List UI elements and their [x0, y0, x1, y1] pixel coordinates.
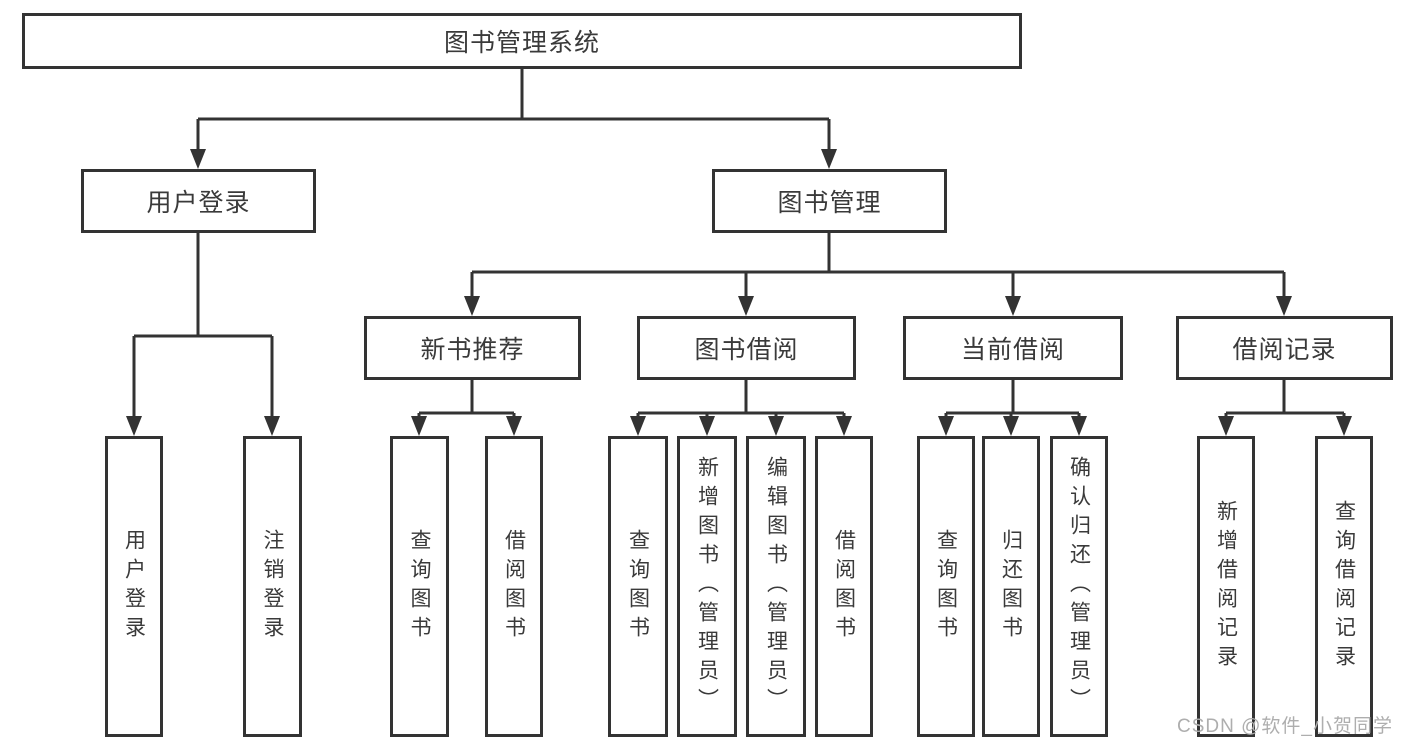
leaf-logout: 注销登录	[243, 436, 302, 737]
leaf-return-books: 归还图书	[982, 436, 1040, 737]
leaf-add-borrow-record: 新增借阅记录	[1197, 436, 1255, 737]
leaf-label: 新增图书（管理员）	[695, 456, 719, 717]
node-new-book-recommend: 新书推荐	[364, 316, 581, 380]
node-book-management: 图书管理	[712, 169, 947, 233]
leaf-confirm-return-admin: 确认归还（管理员）	[1050, 436, 1108, 737]
leaf-user-login: 用户登录	[105, 436, 163, 737]
leaf-label: 查询图书	[626, 528, 650, 645]
node-library-management-system: 图书管理系统	[22, 13, 1022, 69]
leaf-label: 查询借阅记录	[1332, 499, 1356, 674]
leaf-query-books-current: 查询图书	[917, 436, 975, 737]
leaf-edit-books-admin: 编辑图书（管理员）	[746, 436, 806, 737]
leaf-label: 确认归还（管理员）	[1067, 456, 1091, 717]
leaf-label: 借阅图书	[502, 528, 526, 645]
leaf-add-books-admin: 新增图书（管理员）	[677, 436, 737, 737]
leaf-label: 借阅图书	[832, 528, 856, 645]
node-book-borrowing: 图书借阅	[637, 316, 856, 380]
node-user-login: 用户登录	[81, 169, 316, 233]
leaf-label: 查询图书	[934, 528, 958, 645]
leaf-borrow-books-recommend: 借阅图书	[485, 436, 543, 737]
leaf-query-books-borrowing: 查询图书	[608, 436, 668, 737]
node-borrowing-records: 借阅记录	[1176, 316, 1393, 380]
csdn-watermark: CSDN @软件_小贺同学	[1177, 716, 1393, 737]
leaf-label: 查询图书	[408, 528, 431, 645]
leaf-label: 新增借阅记录	[1214, 499, 1238, 674]
leaf-query-books-recommend: 查询图书	[390, 436, 449, 737]
node-current-borrowing: 当前借阅	[903, 316, 1123, 380]
leaf-label: 用户登录	[122, 528, 146, 645]
leaf-label: 注销登录	[261, 528, 284, 645]
leaf-label: 归还图书	[999, 528, 1023, 645]
leaf-label: 编辑图书（管理员）	[764, 456, 788, 717]
leaf-query-borrow-record: 查询借阅记录	[1315, 436, 1373, 737]
leaf-borrow-books: 借阅图书	[815, 436, 873, 737]
